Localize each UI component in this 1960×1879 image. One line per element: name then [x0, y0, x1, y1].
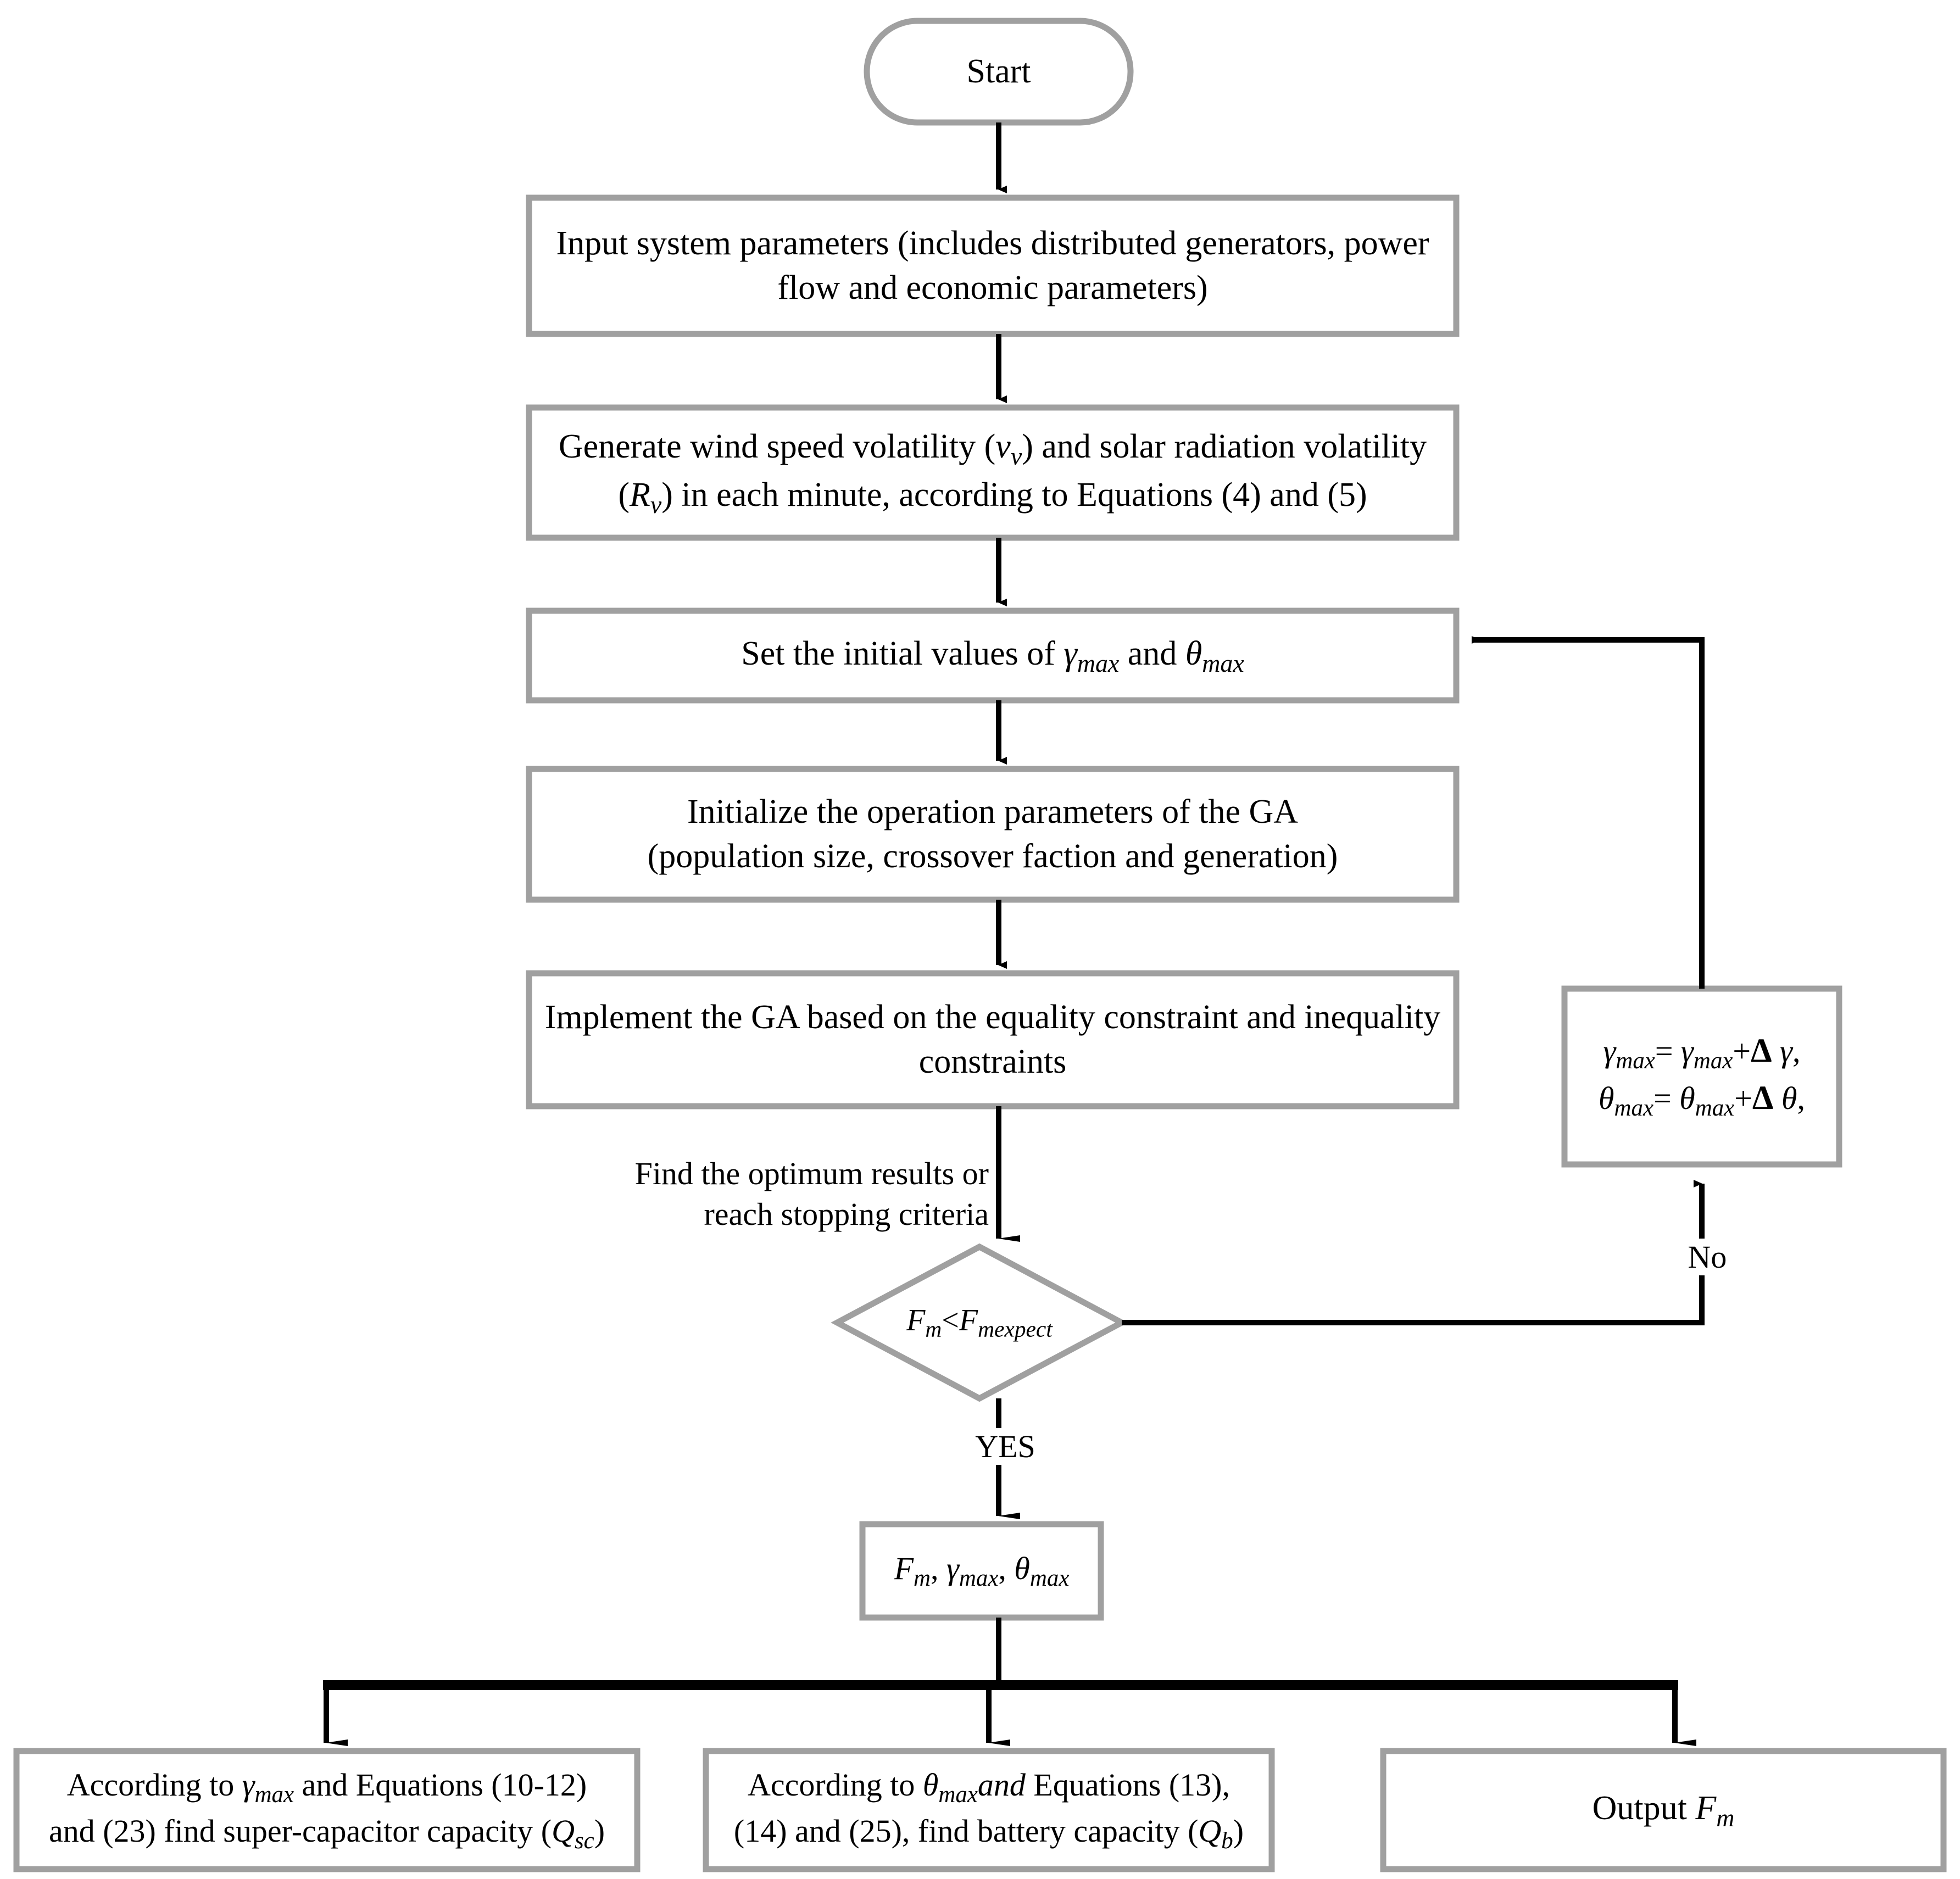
connector-update-to-setinit [1472, 636, 1705, 989]
edge-label-no: No [1653, 1239, 1761, 1275]
edge-label-yes: YES [950, 1428, 1060, 1465]
edge-label-stopping-criteria: Find the optimum results or reach stoppi… [599, 1153, 994, 1235]
connector-decision-no-to-update [1122, 1180, 1705, 1325]
node-set-initial-values-shape [526, 607, 1460, 704]
node-input-parameters-shape [526, 194, 1460, 337]
node-update-params-shape [1561, 985, 1842, 1168]
node-start-shape [864, 18, 1134, 126]
node-battery-shape [703, 1748, 1275, 1872]
node-implement-ga-shape [526, 970, 1460, 1109]
node-initialize-ga-shape [526, 766, 1460, 903]
node-supercapacitor-shape [13, 1748, 641, 1872]
node-output-shape [1380, 1748, 1947, 1872]
node-results-shape [859, 1521, 1104, 1621]
node-decision-shape [831, 1243, 1128, 1402]
node-generate-volatility-shape [526, 404, 1460, 541]
